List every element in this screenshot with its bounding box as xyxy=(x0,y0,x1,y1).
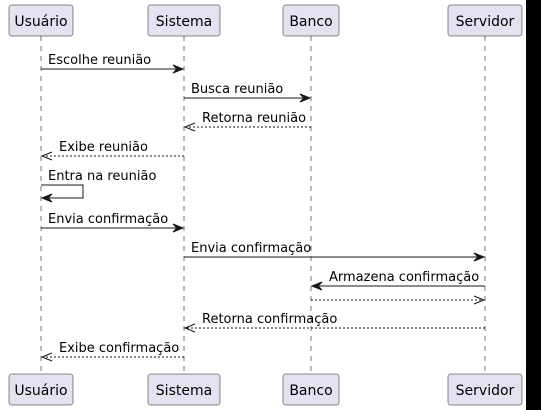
participant-label: Sistema xyxy=(156,14,212,30)
message-label: Retorna confirmação xyxy=(202,312,337,327)
participant-label: Banco xyxy=(289,383,332,399)
message-arrowhead xyxy=(473,252,486,262)
participant-sistema-top: Sistema xyxy=(147,4,221,37)
message-line xyxy=(41,184,84,199)
message-arrowhead xyxy=(40,151,53,161)
message-arrowhead xyxy=(183,122,196,132)
participant-box xyxy=(147,373,221,406)
message-arrowhead xyxy=(40,352,53,362)
message-arrowhead xyxy=(172,64,185,74)
participant-box xyxy=(8,373,74,406)
message-label: Envia confirmação xyxy=(48,212,168,227)
message-arrowhead xyxy=(172,223,185,233)
participants-bottom-group: Usuário Sistema Banco Servidor xyxy=(8,373,523,406)
message-3: Retorna reunião xyxy=(183,111,311,132)
participant-banco-bottom: Banco xyxy=(282,373,340,406)
participants-top-group: Usuário Sistema Banco Servidor xyxy=(8,4,523,37)
message-label: Armazena confirmação xyxy=(329,270,479,285)
participant-servidor-top: Servidor xyxy=(447,4,523,37)
message-label: Exibe reunião xyxy=(59,140,148,155)
message-label: Retorna reunião xyxy=(202,111,306,126)
participant-label: Usuário xyxy=(14,14,67,30)
message-arrowhead xyxy=(310,281,323,291)
participant-usuario-top: Usuário xyxy=(8,4,74,37)
message-arrowhead xyxy=(299,93,312,103)
participant-servidor-bottom: Servidor xyxy=(447,373,523,406)
lifelines-group xyxy=(40,36,486,374)
participant-sistema-bottom: Sistema xyxy=(147,373,221,406)
participant-label: Servidor xyxy=(456,14,515,30)
diagram-background xyxy=(0,0,526,410)
message-4: Exibe reunião xyxy=(40,140,184,161)
message-2: Busca reunião xyxy=(184,82,312,103)
message-7: Envia confirmação xyxy=(184,241,486,262)
participant-box xyxy=(447,373,523,406)
message-9 xyxy=(311,295,486,305)
participant-banco-top: Banco xyxy=(282,4,340,37)
message-label: Envia confirmação xyxy=(191,241,311,256)
participant-label: Servidor xyxy=(456,383,515,399)
participant-label: Sistema xyxy=(156,383,212,399)
participant-usuario-bottom: Usuário xyxy=(8,373,74,406)
participant-box xyxy=(282,373,340,406)
participant-box xyxy=(447,4,523,37)
message-label: Escolhe reunião xyxy=(48,53,151,68)
message-10: Retorna confirmação xyxy=(183,312,485,333)
participant-label: Banco xyxy=(289,14,332,30)
message-8: Armazena confirmação xyxy=(310,270,485,291)
participant-label: Usuário xyxy=(14,383,67,399)
message-arrowhead xyxy=(183,323,196,333)
message-label: Entra na reunião xyxy=(48,169,156,184)
participant-box xyxy=(282,4,340,37)
participant-box xyxy=(147,4,221,37)
message-6: Envia confirmação xyxy=(41,212,185,233)
message-arrowhead xyxy=(40,193,53,203)
message-1: Escolhe reunião xyxy=(41,53,185,74)
message-11: Exibe confirmação xyxy=(40,341,184,362)
message-arrowhead xyxy=(473,295,486,305)
message-5: Entra na reunião xyxy=(40,169,156,203)
message-label: Busca reunião xyxy=(191,82,283,97)
message-label: Exibe confirmação xyxy=(59,341,179,356)
participant-box xyxy=(8,4,74,37)
